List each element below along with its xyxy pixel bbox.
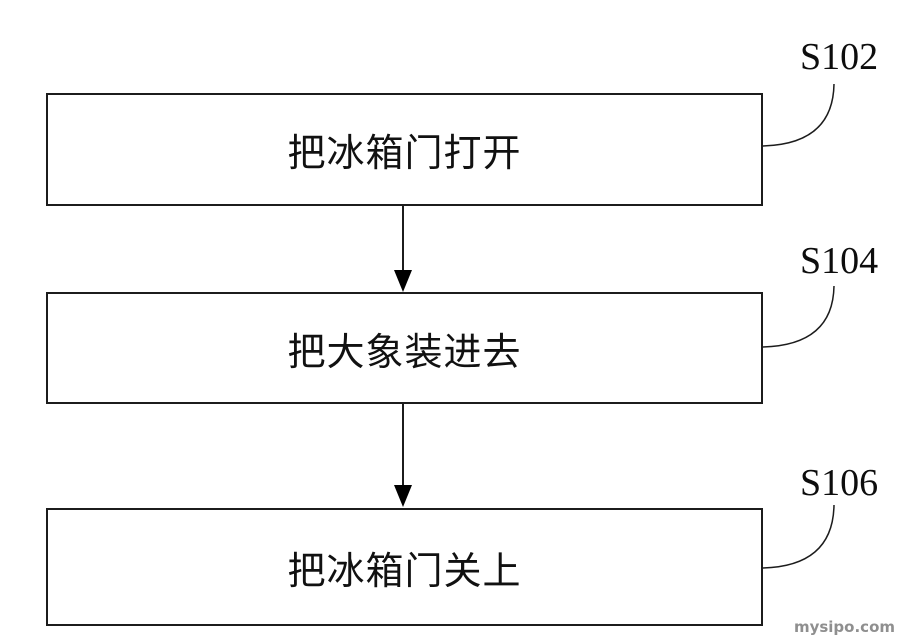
watermark: mysipo.com bbox=[793, 618, 895, 636]
step-text: 把冰箱门关上 bbox=[287, 550, 522, 593]
step-box-close-door: 把冰箱门关上 bbox=[46, 508, 763, 626]
step-label: S104 bbox=[800, 240, 879, 282]
label-connector-curve bbox=[762, 83, 835, 147]
step-label: S102 bbox=[800, 36, 879, 78]
step-label: S106 bbox=[800, 462, 879, 504]
step-box-open-door: 把冰箱门打开 bbox=[46, 93, 763, 206]
arrow-down-icon bbox=[394, 404, 412, 507]
step-box-put-elephant: 把大象装进去 bbox=[46, 292, 763, 404]
step-text: 把冰箱门打开 bbox=[287, 133, 522, 175]
label-connector-curve bbox=[762, 504, 835, 569]
step-text: 把大象装进去 bbox=[287, 331, 522, 374]
label-connector-curve bbox=[762, 285, 835, 348]
arrow-down-icon bbox=[394, 205, 412, 292]
